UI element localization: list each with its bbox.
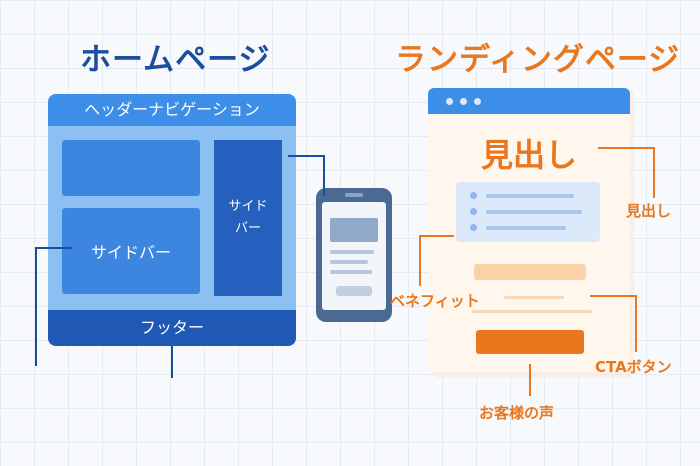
connector-heading (598, 147, 655, 198)
text-line (472, 310, 592, 313)
bullet-icon (470, 224, 477, 231)
connector-cta (590, 295, 637, 352)
callout-benefit: ベネフィット (390, 292, 480, 310)
connector-benefit (419, 235, 454, 286)
window-dot-icon (446, 98, 453, 105)
bullet-icon (470, 208, 477, 215)
callout-cta: CTAボタン (595, 358, 672, 376)
callout-heading: 見出し (626, 202, 672, 220)
phone-text-line (330, 270, 372, 274)
sidebar-right: サイド バー (214, 140, 282, 296)
phone-notch (345, 193, 363, 197)
bullet-line (486, 226, 566, 230)
cta-button (476, 330, 584, 354)
mobile-phone-icon (316, 188, 392, 322)
phone-image-block (330, 218, 378, 242)
benefit-card (456, 182, 600, 242)
window-dot-icon (460, 98, 467, 105)
phone-screen (322, 202, 386, 310)
phone-text-line (330, 250, 374, 254)
browser-bar (428, 88, 630, 114)
connector-sidebar-left (35, 247, 72, 366)
sidebar-right-label: サイド バー (228, 199, 268, 236)
bullet-icon (470, 192, 477, 199)
footer: フッター (48, 310, 296, 346)
bullet-line (486, 210, 582, 214)
homepage-title: ホームページ (80, 42, 271, 78)
text-line (504, 296, 564, 299)
sidebar-left: サイドバー (62, 208, 200, 294)
header-navigation: ヘッダーナビゲーション (48, 94, 296, 126)
landing-page-title: ランディングページ (395, 42, 681, 78)
sidebar-left-label: サイドバー (90, 243, 171, 262)
landing-heading: 見出し (480, 136, 577, 174)
phone-text-line (330, 260, 368, 264)
content-block (62, 140, 200, 196)
homepage-wireframe: ヘッダーナビゲーション サイドバー サイド バー フッター (48, 94, 296, 346)
landing-page-wireframe: 見出し (428, 88, 630, 372)
highlight-block (474, 264, 586, 280)
connector-phone (288, 155, 325, 196)
phone-button (336, 286, 372, 296)
callout-testimonial: お客様の声 (479, 404, 555, 422)
bullet-line (486, 194, 574, 198)
window-dot-icon (474, 98, 481, 105)
